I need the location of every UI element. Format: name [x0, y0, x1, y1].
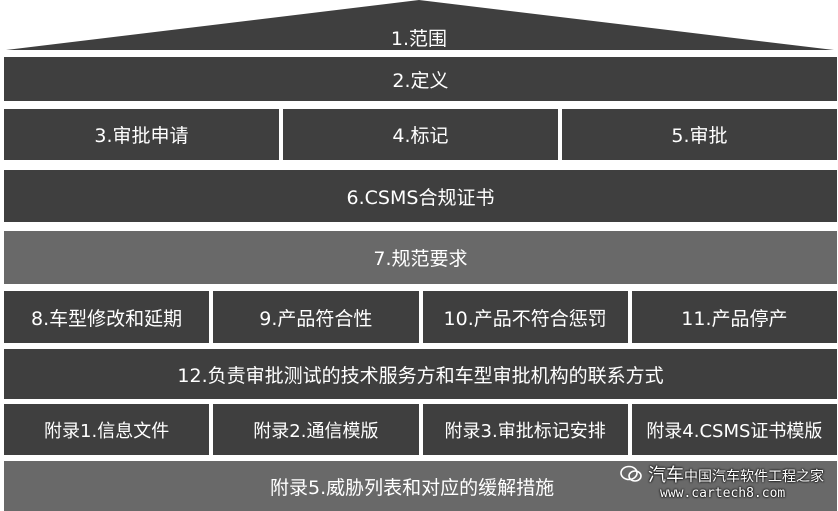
watermark-brand: 汽车 [648, 465, 684, 486]
watermark: 汽车中国汽车软件工程之家 www.cartech8.com [620, 461, 830, 505]
application-block: 3.审批申请 [4, 109, 279, 160]
annex-1-block: 附录1.信息文件 [4, 404, 210, 455]
annex-5-block: 附录5.威胁列表和对应的缓解措施 [4, 461, 837, 511]
conformity-block: 9.产品符合性 [213, 291, 419, 343]
wechat-icon [620, 465, 642, 482]
requirements-block: 7.规范要求 [4, 231, 837, 284]
penalty-block: 10.产品不符合惩罚 [422, 291, 628, 343]
watermark-title: 汽车中国汽车软件工程之家 [648, 461, 824, 487]
certificate-row: 6.CSMS合规证书 [4, 170, 837, 222]
annexes-row: 附录1.信息文件 附录2.通信模版 附录3.审批标记安排 附录4.CSMS证书模… [4, 404, 837, 455]
definition-row: 2.定义 [4, 57, 837, 101]
modification-block: 8.车型修改和延期 [4, 291, 210, 343]
contacts-row: 12.负责审批测试的技术服务方和车型审批机构的联系方式 [4, 349, 837, 399]
watermark-site-name: 中国汽车软件工程之家 [684, 469, 824, 485]
definition-block: 2.定义 [4, 57, 837, 101]
discontinuation-block: 11.产品停产 [631, 291, 837, 343]
scope-label: 1.范围 [390, 27, 448, 50]
approval-block: 5.审批 [562, 109, 837, 160]
watermark-url: www.cartech8.com [660, 486, 786, 501]
contacts-block: 12.负责审批测试的技术服务方和车型审批机构的联系方式 [4, 349, 837, 399]
marking-block: 4.标记 [283, 109, 558, 160]
approval-row: 3.审批申请 4.标记 5.审批 [4, 109, 837, 160]
roof-triangle [6, 0, 834, 50]
annex-4-block: 附录4.CSMS证书模版 [631, 404, 837, 455]
certificate-block: 6.CSMS合规证书 [4, 170, 837, 222]
conformity-row: 8.车型修改和延期 9.产品符合性 10.产品不符合惩罚 11.产品停产 [4, 291, 837, 343]
threats-row: 附录5.威胁列表和对应的缓解措施 [4, 461, 837, 511]
annex-2-block: 附录2.通信模版 [213, 404, 419, 455]
annex-5-label: 附录5.威胁列表和对应的缓解措施 [270, 476, 555, 499]
annex-3-block: 附录3.审批标记安排 [422, 404, 628, 455]
requirements-row: 7.规范要求 [4, 231, 837, 284]
